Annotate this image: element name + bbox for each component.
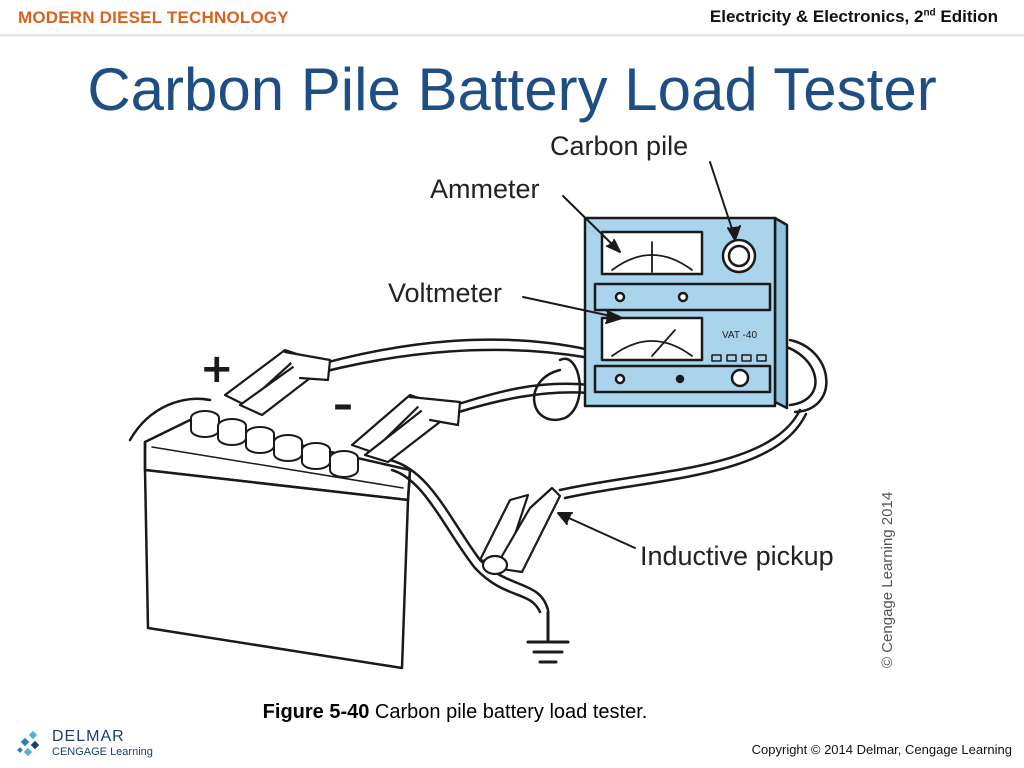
inductive-pickup-clamp bbox=[478, 486, 562, 576]
label-model: VAT -40 bbox=[722, 330, 757, 341]
cable-negative-2 bbox=[438, 391, 592, 420]
caption-text: Carbon pile battery load tester. bbox=[369, 701, 648, 723]
battery-lid-line bbox=[151, 446, 404, 489]
cable-positive-2 bbox=[298, 348, 592, 380]
voltmeter-gauge bbox=[600, 316, 704, 362]
slide-title: Carbon Pile Battery Load Tester bbox=[87, 56, 937, 123]
label-minus: – bbox=[333, 382, 353, 428]
header-rule bbox=[0, 34, 1024, 37]
tester-unit bbox=[583, 216, 789, 410]
book-title-text: Electricity & Electronics, 2 bbox=[709, 7, 924, 26]
battery bbox=[143, 410, 412, 670]
delmar-logo-icon bbox=[17, 730, 40, 757]
label-inductive-pickup: Inductive pickup bbox=[640, 541, 834, 571]
cable-loop-left bbox=[128, 397, 212, 442]
label-ammeter: Ammeter bbox=[430, 174, 540, 204]
cable-right-loop bbox=[778, 343, 817, 407]
cable-coil bbox=[532, 357, 581, 422]
logo-sub: CENGAGE Learning bbox=[52, 746, 153, 758]
positive-clamp bbox=[223, 348, 332, 417]
carbon-pile-leader bbox=[709, 161, 736, 239]
battery-lid-edge bbox=[143, 440, 412, 502]
figure-number: Figure 5-40 bbox=[262, 701, 370, 723]
cable-to-pickup-2 bbox=[563, 412, 808, 500]
label-voltmeter: Voltmeter bbox=[388, 278, 502, 308]
cable-through-pickup-2 bbox=[390, 468, 542, 614]
tester-side bbox=[773, 216, 789, 410]
figure-caption: Figure 5-40 Carbon pile battery load tes… bbox=[0, 701, 910, 724]
cables bbox=[128, 338, 828, 614]
header-brand: MODERN DIESEL TECHNOLOGY bbox=[18, 8, 289, 27]
voltmeter-leader bbox=[522, 296, 621, 319]
ground-symbol bbox=[526, 610, 570, 664]
cable-right-loop-2 bbox=[788, 338, 828, 414]
copyright: Copyright © 2014 Delmar, Cengage Learnin… bbox=[751, 742, 1012, 757]
negative-clamp bbox=[350, 393, 462, 464]
ammeter-leader bbox=[562, 195, 619, 251]
cable-to-pickup bbox=[558, 408, 802, 492]
battery-body bbox=[143, 468, 410, 670]
label-credit: © Cengage Learning 2014 bbox=[879, 492, 896, 668]
inductive-pickup-leader bbox=[559, 513, 636, 549]
label-carbon-pile: Carbon pile bbox=[550, 131, 688, 161]
leader-lines bbox=[522, 161, 741, 549]
label-plus: + bbox=[200, 346, 234, 392]
edition-word: Edition bbox=[935, 7, 998, 26]
edition-superscript: nd bbox=[923, 7, 936, 19]
header-book-title: Electricity & Electronics, 2nd Edition bbox=[710, 7, 998, 27]
cable-positive bbox=[298, 338, 592, 372]
battery-caps bbox=[190, 410, 359, 478]
logo-name: DELMAR bbox=[52, 728, 125, 745]
